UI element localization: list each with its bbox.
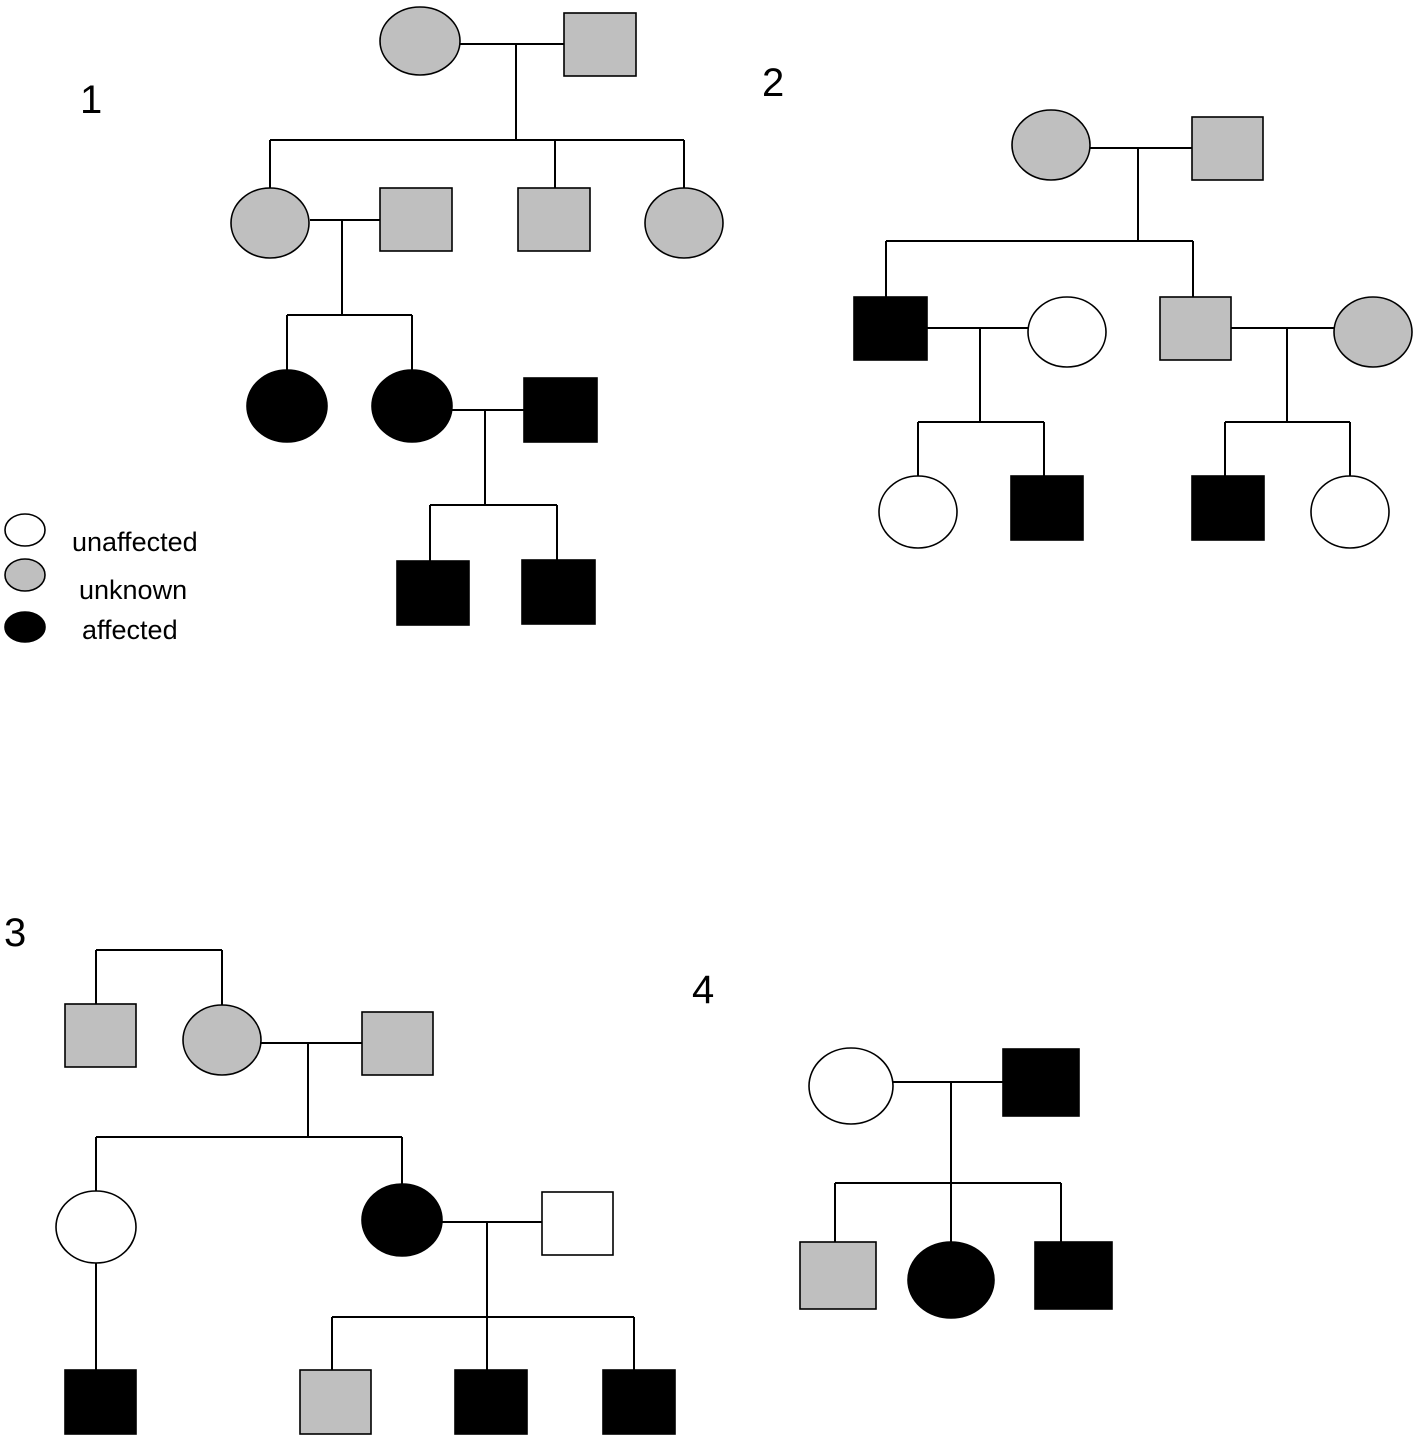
pedigree-1-female-unknown [379, 6, 461, 76]
legend-affected-label: affected [82, 615, 178, 645]
pedigree-3-male-unknown [361, 1011, 434, 1076]
pedigree-3-male-unknown [64, 1003, 137, 1068]
pedigree-2-female-unaffected [1310, 475, 1390, 549]
pedigree-3-female-affected [361, 1183, 443, 1257]
legend-unknown-symbol [4, 558, 46, 592]
pedigree-4: 4 [692, 968, 1113, 1319]
pedigree-4-male-affected [1034, 1241, 1113, 1310]
pedigree-1-male-unknown [563, 12, 637, 77]
pedigree-1-male-unknown [379, 187, 453, 252]
pedigree-3-lines [95, 949, 635, 1370]
pedigree-2-lines [885, 147, 1351, 476]
pedigree-2-female-unknown [1333, 296, 1413, 368]
pedigree-3-label: 3 [4, 911, 26, 955]
pedigree-4-male-unknown [799, 1241, 877, 1310]
pedigree-4-label: 4 [692, 968, 714, 1012]
pedigree-3-male-affected [64, 1369, 137, 1435]
pedigree-3-male-affected [454, 1369, 528, 1435]
pedigree-3-male-unknown [299, 1369, 372, 1435]
pedigree-2-label: 2 [762, 61, 784, 105]
pedigree-2-male-affected [1010, 475, 1084, 541]
pedigree-2-male-unknown [1191, 116, 1264, 181]
pedigree-1-female-affected [246, 369, 328, 443]
pedigree-3-female-unaffected [55, 1190, 137, 1264]
pedigree-2-male-affected [1191, 475, 1265, 541]
pedigree-1-lines [269, 43, 685, 561]
pedigree-2: 2 [762, 61, 1413, 549]
pedigree-3-male-affected [602, 1369, 676, 1435]
legend: unaffected unknown affected [4, 513, 198, 645]
pedigree-2-male-affected [853, 296, 928, 361]
pedigree-3-male-unaffected [541, 1191, 614, 1256]
pedigree-2-female-unaffected [878, 475, 958, 549]
legend-affected-symbol [4, 611, 46, 643]
pedigree-1-male-unknown [517, 187, 591, 252]
pedigree-1-male-affected [521, 559, 596, 625]
pedigree-4-female-affected [907, 1241, 995, 1319]
pedigree-2-female-unaffected [1027, 296, 1107, 368]
pedigree-1-female-affected [371, 369, 453, 443]
pedigree-1: 1 [80, 6, 724, 626]
pedigree-1-female-unknown [230, 187, 310, 259]
pedigree-4-female-unaffected [808, 1047, 894, 1125]
pedigree-3-female-unknown [182, 1004, 262, 1076]
legend-unaffected-symbol [4, 513, 46, 547]
pedigree-2-female-unknown [1011, 109, 1091, 181]
pedigree-4-lines [834, 1081, 1062, 1242]
pedigree-1-male-affected [396, 560, 470, 626]
pedigree-2-male-unknown [1159, 296, 1232, 361]
pedigree-1-female-unknown [644, 187, 724, 259]
pedigree-3: 3 [4, 911, 676, 1435]
pedigree-4-male-affected [1002, 1048, 1080, 1117]
legend-unknown-label: unknown [79, 575, 187, 605]
pedigree-1-label: 1 [80, 78, 102, 122]
legend-unaffected-label: unaffected [72, 527, 198, 557]
pedigree-1-male-affected [523, 377, 598, 443]
